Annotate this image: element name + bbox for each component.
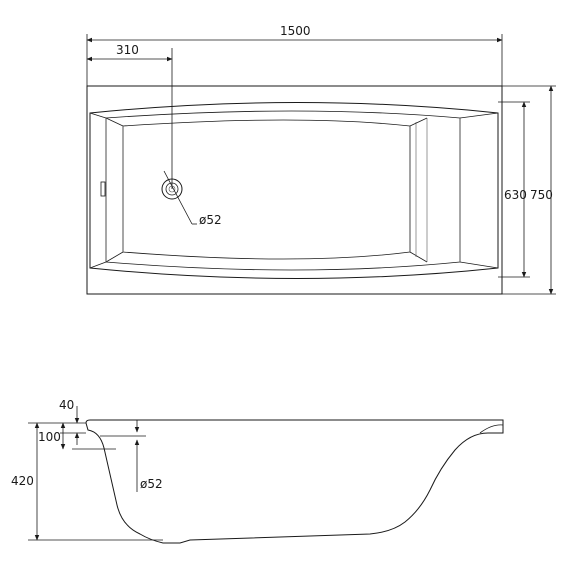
tub-side-profile <box>85 419 504 544</box>
rim-thickness-dimension: 40 <box>59 398 74 412</box>
tub-outer-rim <box>86 85 503 295</box>
top-view: ø52 1500 310 630 750 <box>86 24 556 295</box>
drain-offset-dimension: 310 <box>116 43 139 57</box>
overflow-diameter-label: ø52 <box>140 477 163 491</box>
tub-inner-basin <box>89 102 499 279</box>
length-dimension: 1500 <box>280 24 311 38</box>
side-view: 40 100 420 ø52 <box>11 398 504 544</box>
overflow-slot <box>100 181 106 197</box>
inner-width-dimension: 630 <box>504 188 527 202</box>
drain-diameter-label: ø52 <box>199 213 222 227</box>
height-dimension: 420 <box>11 474 34 488</box>
basin-floor-outline <box>105 110 461 271</box>
outer-width-dimension: 750 <box>530 188 553 202</box>
overflow-depth-dimension: 100 <box>38 430 61 444</box>
